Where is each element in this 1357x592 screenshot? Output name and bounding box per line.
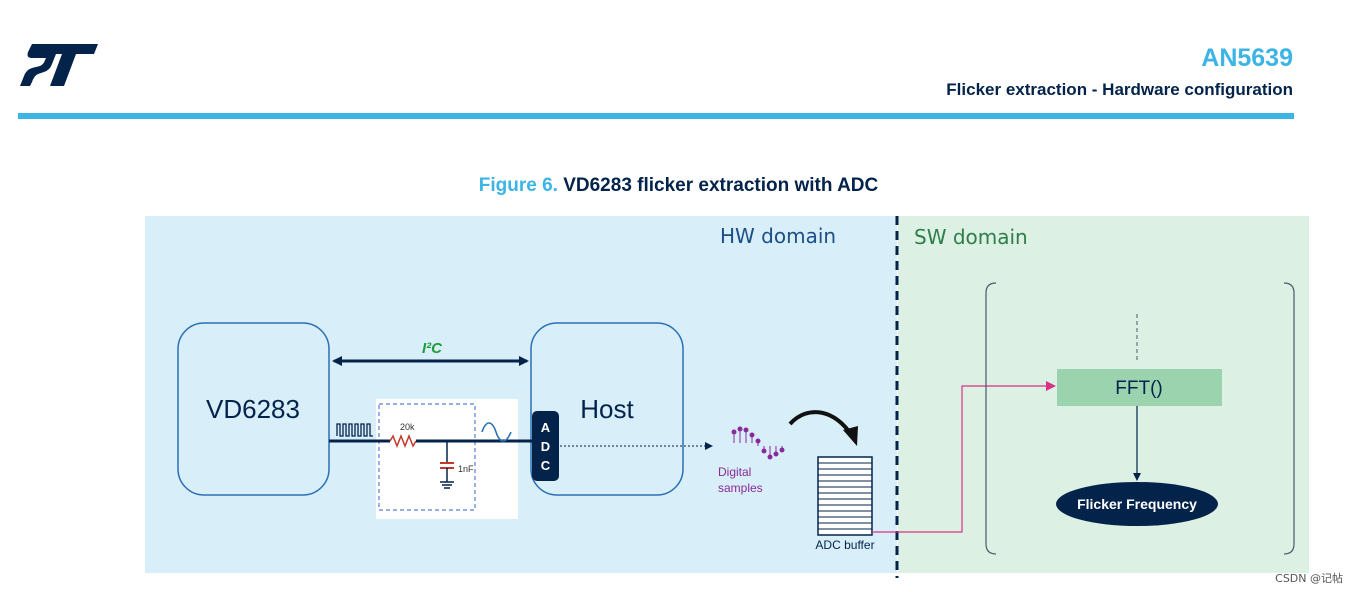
- sw-domain-label: SW domain: [914, 225, 1028, 249]
- buffer-curved-arrowhead: [843, 426, 858, 446]
- buffer-to-fft-arrow: [872, 381, 1056, 533]
- adc-buffer-block: [817, 456, 873, 536]
- document-section-title: Flicker extraction - Hardware configurat…: [946, 80, 1293, 99]
- fft-block: [1057, 369, 1222, 406]
- digital-samples-icon: [731, 426, 785, 460]
- st-logo: [20, 44, 98, 86]
- pulse-train-icon: [336, 423, 373, 437]
- adc-letter-c: C: [541, 458, 551, 473]
- header-rule: [18, 113, 1294, 119]
- capacitor-label: 1nF: [458, 464, 474, 474]
- adc-buffer-label: ADC buffer: [815, 538, 874, 552]
- watermark: CSDN @记帖: [1275, 572, 1343, 585]
- digital-samples-label-1: Digital: [718, 465, 751, 479]
- digital-samples-label-2: samples: [718, 481, 763, 495]
- resistor-label: 20k: [400, 422, 415, 432]
- figure-number: Figure 6.: [478, 175, 558, 196]
- sw-bracket-left: [985, 282, 997, 555]
- vd6283-block: [177, 322, 330, 496]
- host-block: [530, 322, 684, 496]
- figure-caption: Figure 6. VD6283 flicker extraction with…: [0, 175, 1357, 197]
- fft-label: FFT(): [1115, 378, 1162, 399]
- vd6283-label: VD6283: [206, 394, 300, 424]
- adc-block: [532, 411, 559, 481]
- i2c-label: I²C: [422, 340, 443, 357]
- adc-letter-d: D: [541, 439, 550, 454]
- hw-domain-label: HW domain: [720, 224, 836, 248]
- resistor-icon: [389, 433, 417, 449]
- flicker-frequency-label: Flicker Frequency: [1077, 496, 1197, 512]
- sine-wave-icon: [481, 422, 512, 442]
- buffer-curved-arrow: [788, 410, 854, 438]
- document-id: AN5639: [1201, 44, 1293, 72]
- rc-filter-outline: [378, 403, 476, 511]
- adc-letter-a: A: [541, 420, 551, 435]
- host-label: Host: [580, 394, 634, 424]
- flicker-frequency-node: [1056, 482, 1218, 526]
- figure-title: VD6283 flicker extraction with ADC: [563, 175, 879, 196]
- sw-bracket-right: [1283, 282, 1295, 555]
